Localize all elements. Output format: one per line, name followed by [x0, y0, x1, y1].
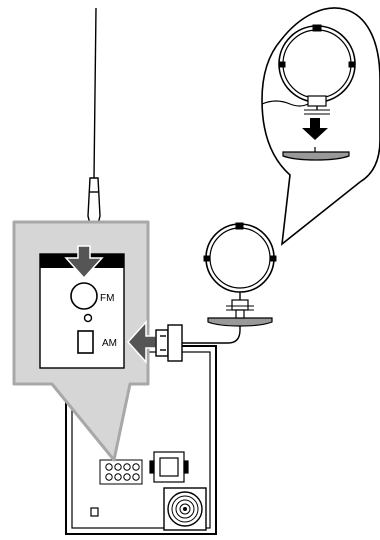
am-label: AM — [102, 338, 117, 349]
fm-down-arrow-icon — [64, 245, 104, 280]
stand-detail-icon — [282, 147, 350, 161]
loop-antenna-detail-icon — [278, 24, 356, 115]
small-socket-icon — [90, 507, 99, 517]
fm-socket-icon — [70, 282, 98, 310]
fm-label: FM — [100, 293, 114, 304]
connector-socket-icon — [149, 451, 189, 483]
screw-icon — [83, 313, 93, 323]
loop-antenna-icon — [203, 222, 277, 311]
am-plug-icon — [155, 324, 183, 362]
antenna-stand-icon — [207, 309, 273, 327]
insert-arrow-icon — [302, 118, 328, 140]
antenna-terminal-block — [99, 459, 143, 485]
am-cable — [182, 318, 241, 344]
detail-cable — [261, 100, 309, 107]
am-left-arrow-icon — [126, 320, 157, 364]
am-socket-icon — [77, 330, 94, 354]
detail-zoom-balloon — [261, 7, 380, 246]
fan-grille-icon — [163, 487, 207, 531]
